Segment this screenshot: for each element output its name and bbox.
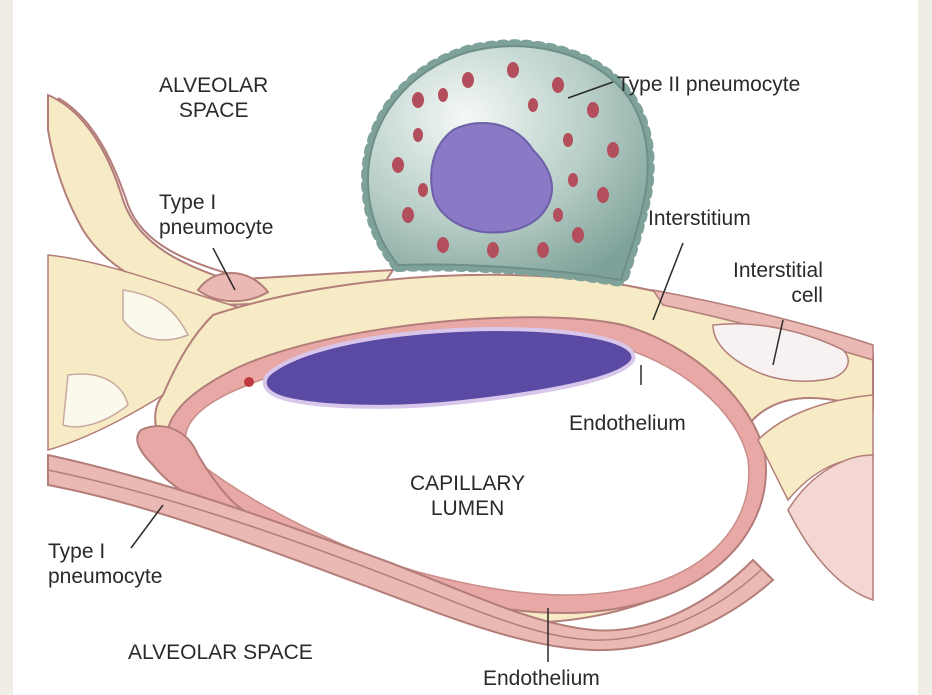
label-type1-lower: Type I pneumocyte xyxy=(48,539,162,589)
label-type2-pneumocyte: Type II pneumocyte xyxy=(617,72,800,97)
label-endothelium-lower: Endothelium xyxy=(483,666,600,691)
alveolar-capillary-diagram xyxy=(13,0,918,695)
label-type1-upper: Type I pneumocyte xyxy=(159,190,273,240)
small-red-dot xyxy=(244,377,254,387)
label-interstitial-cell: Interstitial cell xyxy=(733,258,823,308)
label-interstitium: Interstitium xyxy=(648,206,751,231)
label-endothelium-upper: Endothelium xyxy=(569,411,686,436)
type2-pneumocyte xyxy=(368,46,648,280)
diagram-frame: ALVEOLAR SPACE Type II pneumocyte Type I… xyxy=(13,0,918,695)
label-alveolar-space-bottom: ALVEOLAR SPACE xyxy=(128,640,313,665)
label-alveolar-space-top: ALVEOLAR SPACE xyxy=(159,73,268,123)
label-capillary-lumen: CAPILLARY LUMEN xyxy=(410,471,525,521)
